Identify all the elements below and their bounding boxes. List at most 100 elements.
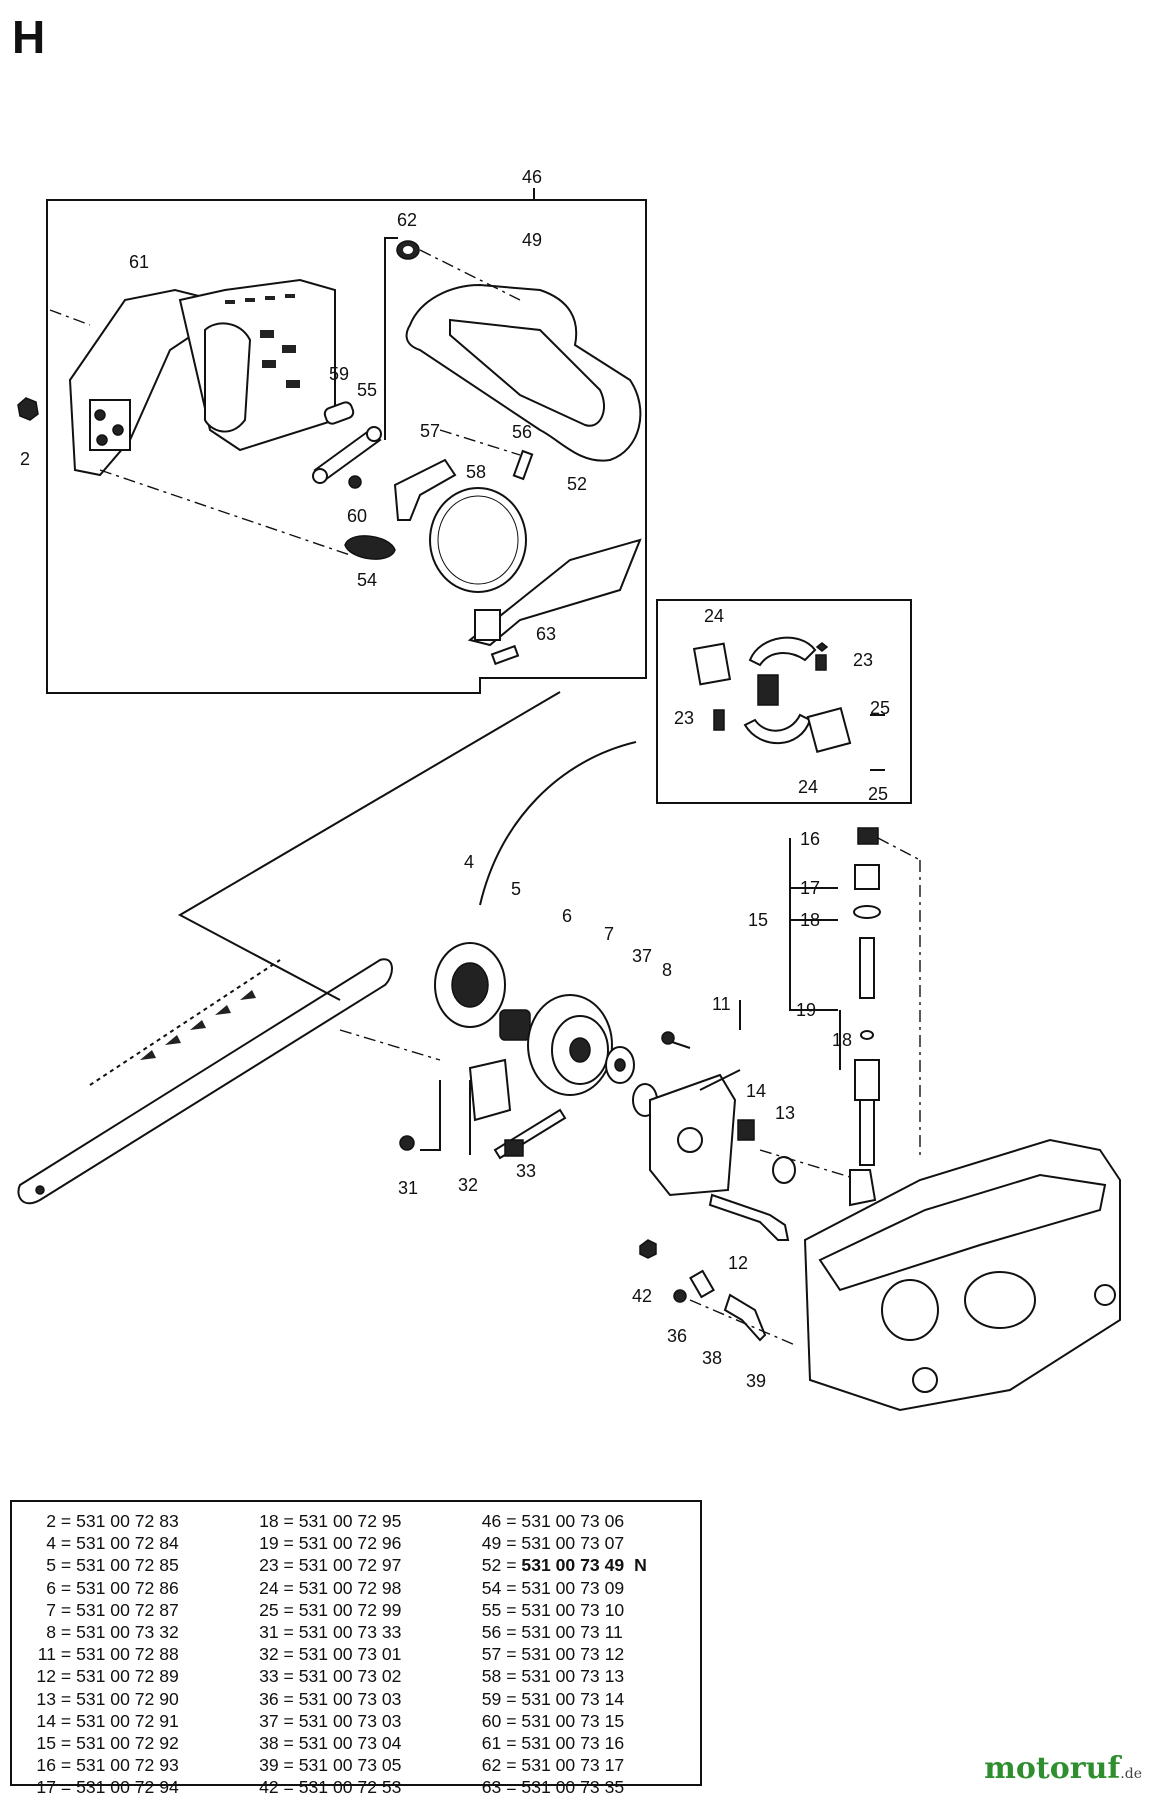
part-number: 531 00 73 01 xyxy=(298,1644,402,1665)
part-number: 531 00 73 13 xyxy=(521,1666,625,1687)
part-ref: 6 xyxy=(46,1577,56,1598)
parts-row: 19 = 531 00 72 96 xyxy=(245,1532,468,1554)
part-ref: 55 xyxy=(481,1599,502,1620)
part-number: 531 00 73 04 xyxy=(298,1733,402,1754)
parts-row: 55 = 531 00 73 10 xyxy=(467,1599,690,1621)
part-number: 531 00 73 11 xyxy=(521,1622,623,1643)
link-55-part xyxy=(312,426,382,484)
parts-row: 2 = 531 00 72 83 xyxy=(22,1510,245,1532)
brake-band-58-part xyxy=(429,487,527,593)
part-ref: 2 xyxy=(46,1511,56,1531)
parts-row: 25 = 531 00 72 99 xyxy=(245,1599,468,1621)
callout-24-bottom: 24 xyxy=(798,777,818,797)
seal-14-part xyxy=(737,1119,755,1141)
callout-58: 58 xyxy=(466,462,486,482)
parts-row: 57 = 531 00 73 12 xyxy=(467,1643,690,1665)
parts-row: 46 = 531 00 73 06 xyxy=(467,1510,690,1532)
part-number: 531 00 72 86 xyxy=(76,1577,179,1598)
part-ref: 24 xyxy=(259,1577,279,1598)
part-ref: 57 xyxy=(481,1644,502,1665)
part-number: 531 00 72 97 xyxy=(298,1555,402,1576)
part-ref: 37 xyxy=(259,1710,279,1731)
callout-8: 8 xyxy=(662,960,672,980)
part-number: 531 00 72 84 xyxy=(76,1533,179,1554)
parts-row: 49 = 531 00 73 07 xyxy=(467,1532,690,1554)
part-number: 531 00 73 32 xyxy=(76,1622,179,1643)
part-ref: 23 xyxy=(259,1555,279,1576)
part-ref: 18 xyxy=(259,1511,279,1531)
callout-16: 16 xyxy=(800,829,820,849)
parts-row: 39 = 531 00 73 05 xyxy=(245,1754,468,1776)
callout-46: 46 xyxy=(522,167,542,187)
parts-row: 24 = 531 00 72 98 xyxy=(245,1577,468,1599)
adjuster-33-part xyxy=(493,1108,567,1160)
part-ref: 8 xyxy=(46,1622,56,1643)
part-number: 531 00 72 94 xyxy=(76,1777,179,1798)
bearing-5-part xyxy=(499,1009,531,1041)
callout-39: 39 xyxy=(746,1371,766,1391)
chain-tensioner-32-part xyxy=(468,1058,512,1122)
callout-19: 19 xyxy=(796,1000,816,1020)
parts-row: 8 = 531 00 73 32 xyxy=(22,1621,245,1643)
plate-39-part xyxy=(723,1293,767,1342)
callout-25-top: 25 xyxy=(870,698,890,718)
part-number: 531 00 73 10 xyxy=(521,1599,625,1620)
guide-bar-and-chain-part xyxy=(17,958,393,1205)
parts-row: 7 = 531 00 72 87 xyxy=(22,1599,245,1621)
parts-row: 60 = 531 00 73 15 xyxy=(467,1710,690,1732)
oil-pump-11-part xyxy=(649,1073,737,1197)
parts-row: 56 = 531 00 73 11 xyxy=(467,1621,690,1643)
parts-row: 14 = 531 00 72 91 xyxy=(22,1710,245,1732)
part-ref: 36 xyxy=(259,1688,279,1709)
part-number: 531 00 73 03 xyxy=(298,1710,402,1731)
part-ref: 63 xyxy=(481,1777,502,1798)
part-ref: 32 xyxy=(259,1644,279,1665)
part-ref: 7 xyxy=(46,1599,56,1620)
lever-57-part xyxy=(393,458,457,521)
parts-row: 23 = 531 00 72 97 xyxy=(245,1554,468,1576)
part-ref: 61 xyxy=(481,1733,502,1754)
callout-5: 5 xyxy=(511,879,521,899)
new-part-flag: N xyxy=(634,1555,647,1576)
part-number: 531 00 73 02 xyxy=(298,1666,402,1687)
parts-row: 17 = 531 00 72 94 xyxy=(22,1776,245,1798)
part-number: 531 00 72 96 xyxy=(298,1533,402,1554)
watermark-domain: .de xyxy=(1120,1766,1142,1782)
watermark-brand: motoruf xyxy=(984,1751,1121,1786)
part-number: 531 00 72 90 xyxy=(76,1688,179,1709)
parts-row: 42 = 531 00 72 53 xyxy=(245,1776,468,1798)
callout-42: 42 xyxy=(632,1286,652,1306)
parts-row: 33 = 531 00 73 02 xyxy=(245,1665,468,1687)
callout-37: 37 xyxy=(632,946,652,966)
part-ref: 15 xyxy=(36,1733,56,1754)
callout-11: 11 xyxy=(712,994,731,1014)
part-number: 531 00 73 17 xyxy=(521,1755,625,1776)
kit-46-outline xyxy=(46,199,647,694)
callout-17: 17 xyxy=(800,878,820,898)
callout-33: 33 xyxy=(516,1161,536,1181)
part-ref: 59 xyxy=(481,1688,502,1709)
parts-row: 36 = 531 00 73 03 xyxy=(245,1688,468,1710)
part-ref: 4 xyxy=(46,1533,56,1554)
part-number: 531 00 72 99 xyxy=(298,1599,402,1620)
part-ref: 16 xyxy=(36,1755,56,1776)
part-ref: 60 xyxy=(481,1710,502,1731)
parts-row: 13 = 531 00 72 90 xyxy=(22,1688,245,1710)
callout-55: 55 xyxy=(357,380,377,400)
parts-row: 58 = 531 00 73 13 xyxy=(467,1665,690,1687)
part-number: 531 00 73 07 xyxy=(521,1533,625,1554)
callout-36: 36 xyxy=(667,1326,687,1346)
parts-row: 31 = 531 00 73 33 xyxy=(245,1621,468,1643)
part-ref: 13 xyxy=(36,1688,56,1709)
callout-57: 57 xyxy=(420,421,440,441)
callout-52: 52 xyxy=(567,474,587,494)
clutch-4-part xyxy=(434,942,506,1028)
parts-row: 59 = 531 00 73 14 xyxy=(467,1688,690,1710)
exploded-parts-diagram: 46 62 49 61 2 59 55 57 56 58 52 60 54 63… xyxy=(17,167,1121,1412)
part-number: 531 00 72 87 xyxy=(76,1599,179,1620)
part-number: 531 00 72 85 xyxy=(76,1555,179,1576)
nut-2-part xyxy=(17,397,39,421)
